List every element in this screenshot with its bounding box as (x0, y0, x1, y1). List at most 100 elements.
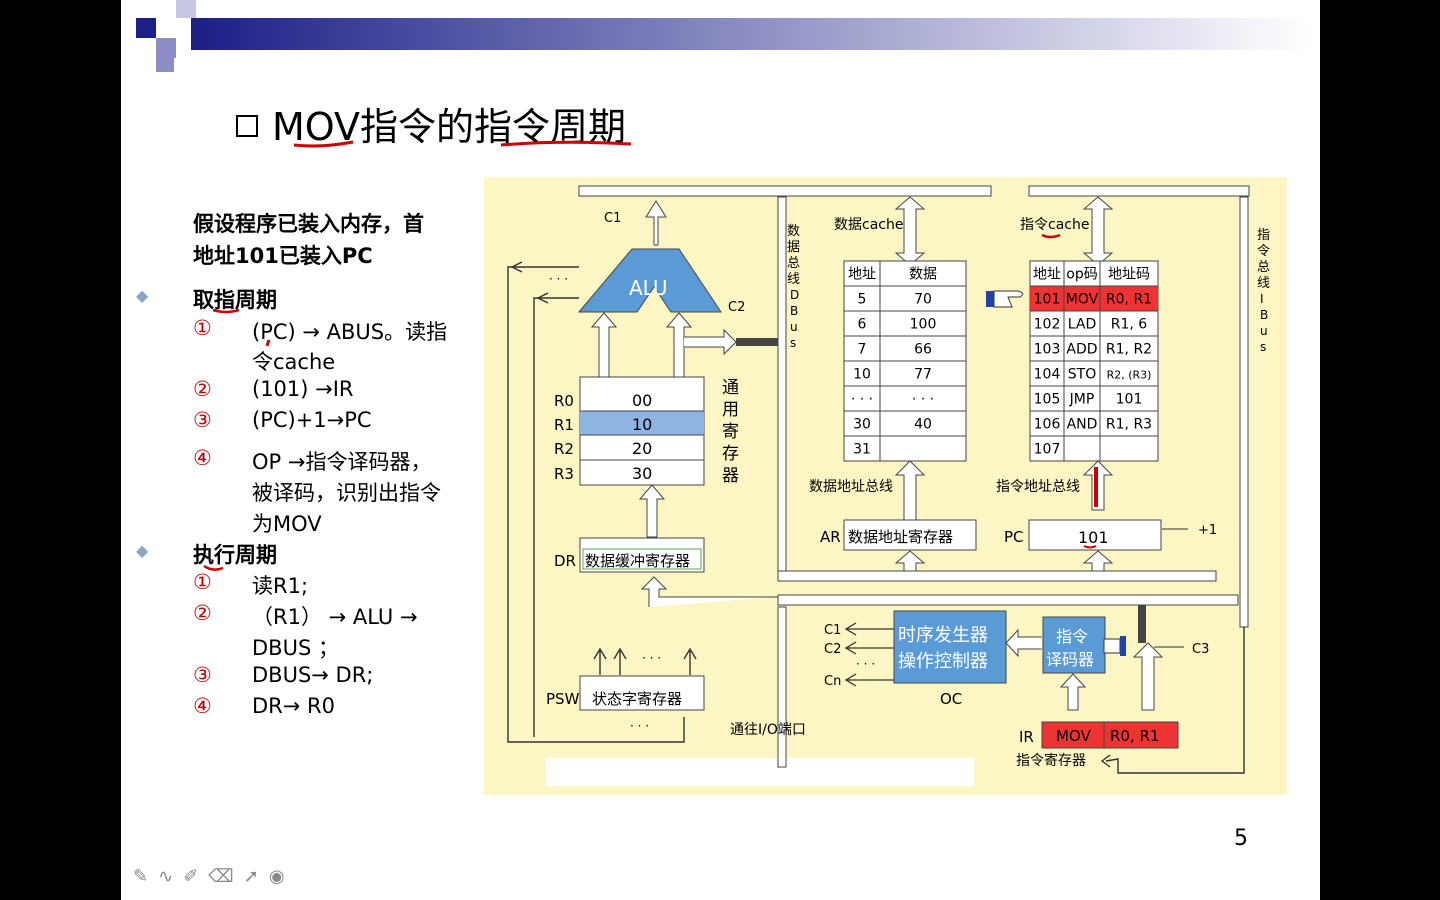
fetch-step-2-num: ② (193, 377, 212, 401)
ir-op: MOV (1056, 727, 1091, 745)
data-cache-cell: 40 (914, 417, 932, 433)
c1-out-arrow (844, 622, 894, 636)
fetch-heading: 取指周期 (193, 288, 277, 312)
alu-feedback-line-1 (507, 266, 685, 743)
svg-text:数: 数 (787, 224, 800, 239)
c1-label: C1 (604, 211, 621, 226)
exec-step-2-line2: DBUS ； (252, 636, 339, 660)
fetch-step-4-line3: 为MOV (252, 512, 322, 536)
inst-cache-cell: ADD (1066, 342, 1097, 358)
highlighter-icon[interactable]: ✐ (183, 866, 199, 887)
decoder-label-1: 指令 (1056, 627, 1088, 646)
laser-icon[interactable]: ◉ (268, 866, 285, 887)
svg-text:B: B (790, 304, 798, 318)
decoder-to-oc-arrow (1005, 628, 1042, 658)
lower-bus-left (777, 606, 787, 768)
slide: MOV指令的指令周期 假设程序已装入内存，首 地址101已装入PC ◆ 取指周期… (121, 0, 1320, 900)
dr-to-reg-arrow (638, 484, 666, 538)
svg-text:线: 线 (787, 272, 800, 287)
text-red-annotations (203, 308, 271, 571)
inst-cache-header-cell: 地址码 (1108, 267, 1150, 283)
data-cache-cell: 7 (858, 342, 867, 358)
top-bus-right (1028, 185, 1250, 197)
curve-icon[interactable]: ∿ (158, 866, 174, 887)
hand-pointer-icon (986, 290, 1024, 308)
io-label: 通往I/O端口 (730, 722, 806, 738)
dr-label: 数据缓冲寄存器 (585, 552, 690, 570)
data-cache-cell: 30 (853, 417, 871, 433)
psw-label: 状态字寄存器 (592, 690, 682, 708)
psw-up-arrow (593, 647, 607, 675)
inst-cache-cell: 103 (1034, 342, 1061, 358)
cpu-diagram: C1 ALU · · · C2 R0 00 R1 (484, 177, 1287, 795)
svg-text:线: 线 (1257, 276, 1270, 291)
svg-text:s: s (1260, 340, 1266, 354)
arrow-icon (511, 261, 523, 273)
eraser-icon[interactable]: ⌫ (208, 866, 234, 887)
pen-icon[interactable]: ✎ (133, 866, 149, 887)
inst-cache-cell: R1, 6 (1111, 317, 1148, 333)
inst-cache-cell: JMP (1069, 392, 1095, 408)
data-addr-bus-label: 数据地址总线 (809, 479, 893, 495)
inst-cache-cell: 107 (1034, 442, 1061, 458)
ir-to-bus-arrow (1132, 642, 1164, 711)
psw-box (579, 675, 705, 711)
inst-cache-cell: 101 (1116, 392, 1143, 408)
pc-plus-one: +1 (1198, 523, 1217, 538)
alu-input-arrow-b (665, 312, 693, 378)
inst-addr-bus-label: 指令地址总线 (996, 479, 1080, 495)
reg-r2-name: R2 (554, 440, 574, 458)
inst-cache-cell: 106 (1034, 417, 1061, 433)
data-cache-cell: 6 (858, 317, 867, 333)
exec-step-1-num: ① (193, 570, 212, 594)
exec-step-3-num: ③ (193, 663, 212, 687)
pc-box (1028, 519, 1162, 551)
inst-cache-header-cell: op码 (1066, 267, 1097, 283)
ar-label: 数据地址寄存器 (848, 528, 953, 546)
header-decoration (136, 0, 1311, 72)
dbus-horizontal (777, 570, 1217, 582)
title-red-underline (293, 140, 632, 148)
alu-input-arrow-a (590, 312, 618, 378)
inst-cache-cell: LAD (1068, 317, 1096, 333)
c3-label: C3 (1192, 642, 1209, 657)
svg-text:据: 据 (787, 240, 800, 255)
bus-to-pc-arrow (1082, 550, 1114, 572)
inst-cache-cell: AND (1067, 417, 1098, 433)
exec-step-2-line1: （R1） → ALU → (252, 605, 418, 629)
pc-name: PC (1004, 528, 1024, 546)
svg-text:u: u (1260, 324, 1268, 338)
c2-label: C2 (728, 300, 745, 315)
alu-feedback-line-2 (533, 297, 579, 737)
fetch-step-3-num: ③ (193, 408, 212, 432)
c2-out-arrow (844, 641, 894, 655)
fetch-step-1-num: ① (193, 316, 212, 340)
decoder-box (1042, 616, 1106, 674)
fetch-step-4-line2: 被译码，识别出指令 (252, 481, 441, 505)
presentation-toolbar: ✎ ∿ ✐ ⌫ ➚ ◉ (133, 866, 285, 887)
lower-bus (777, 594, 1239, 606)
exec-heading: 执行周期 (193, 543, 277, 567)
inst-cache-cell: R1, R3 (1106, 417, 1152, 433)
ir-name: IR (1019, 728, 1034, 746)
data-cache-cell: · · · (912, 392, 934, 408)
inst-cache-cell: STO (1068, 367, 1096, 383)
exec-step-4-line1: DR→ R0 (252, 694, 335, 718)
data-cache-cell: 5 (858, 292, 867, 308)
psw-name: PSW (546, 690, 580, 708)
inst-cache-label: 指令cache (1020, 217, 1089, 233)
cn-out-arrow (844, 673, 894, 687)
reg-r3-name: R3 (554, 465, 574, 483)
bus-to-ar-arrow (894, 550, 926, 572)
svg-text:u: u (790, 320, 798, 334)
dr-inner (582, 548, 702, 570)
svg-text:I: I (1260, 292, 1264, 306)
pointer-icon[interactable]: ➚ (243, 866, 259, 887)
inst-cache-cell: 101 (1034, 292, 1061, 308)
psw-up-arrow (683, 647, 697, 675)
dbus-label: 数 据 总 线 D B u s (787, 224, 800, 350)
c-line-label: C2 (824, 642, 841, 657)
ibus-vertical (1239, 196, 1249, 628)
alu-dots: · · · (549, 272, 568, 286)
